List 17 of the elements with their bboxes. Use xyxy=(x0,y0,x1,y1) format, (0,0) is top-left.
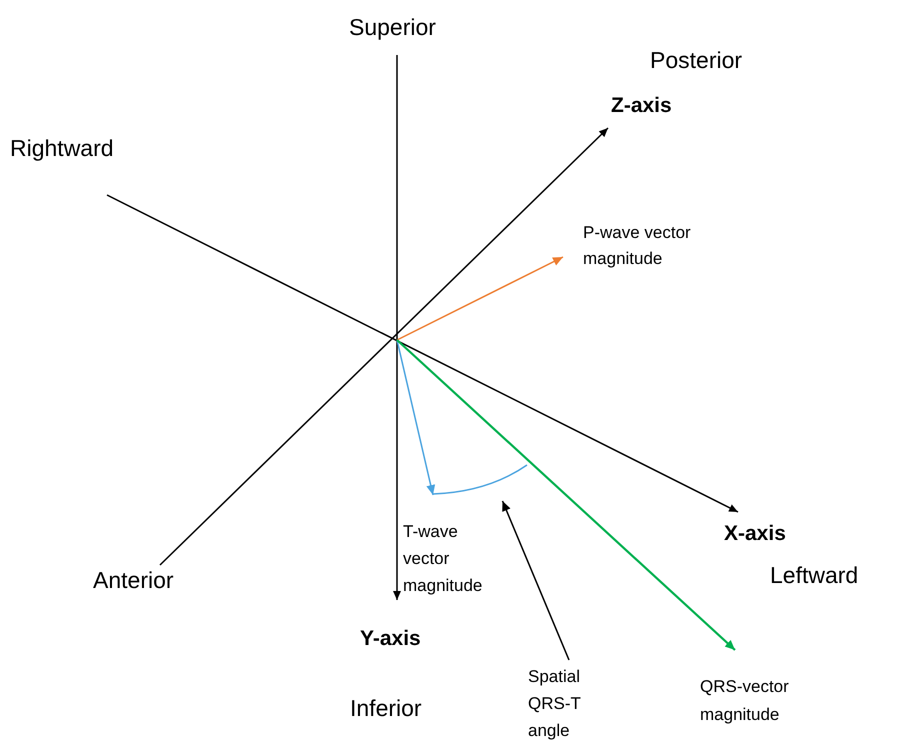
axis-label: Y-axis xyxy=(360,626,421,652)
direction-label: Inferior xyxy=(350,694,422,723)
vector-arrow xyxy=(396,340,436,496)
vector-label: QRS-vector magnitude xyxy=(700,676,790,726)
direction-label: Superior xyxy=(349,13,436,42)
vector-arrow xyxy=(396,339,736,651)
vector-arrow xyxy=(396,256,564,341)
direction-label: Posterior xyxy=(650,46,742,75)
vector-label: P-wave vector magnitude xyxy=(583,222,692,270)
direction-label: Leftward xyxy=(770,561,858,590)
leader-arrow xyxy=(502,500,570,660)
direction-label: Anterior xyxy=(93,566,174,595)
axis-label: Z-axis xyxy=(611,93,672,119)
direction-label: Rightward xyxy=(10,134,114,163)
vector-label: T-wave vector magnitude xyxy=(403,521,484,597)
vector-label: Spatial QRS-T angle xyxy=(528,666,582,742)
axis-label: X-axis xyxy=(724,521,786,547)
